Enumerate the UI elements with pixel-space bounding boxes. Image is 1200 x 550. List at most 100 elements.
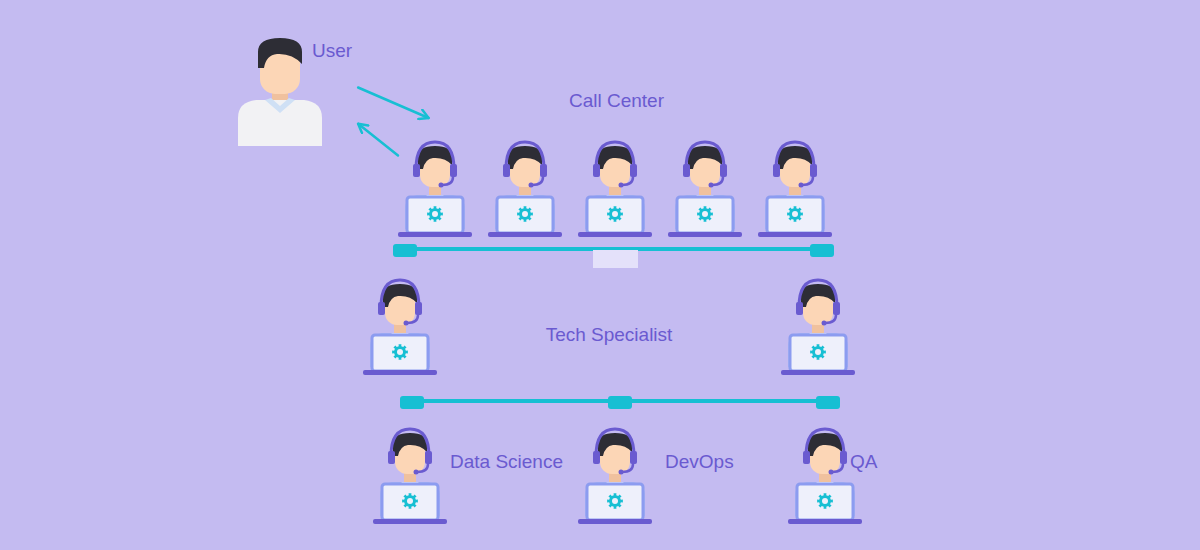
- agent-hair: [598, 433, 632, 456]
- headset-cup: [378, 302, 385, 315]
- laptop-base: [788, 519, 862, 524]
- headset-cup: [450, 164, 457, 177]
- laptop-base: [488, 232, 562, 237]
- laptop-base: [758, 232, 832, 237]
- agent-hair: [688, 146, 722, 169]
- laptop-screen: [372, 335, 428, 371]
- laptop-screen: [587, 197, 643, 233]
- gear-hole: [522, 211, 528, 217]
- headset-cup: [388, 451, 395, 464]
- gear-hole: [702, 211, 708, 217]
- agent-figure: [788, 429, 862, 524]
- agent-hair: [778, 146, 812, 169]
- headset-band: [596, 142, 634, 169]
- gear-hole: [397, 349, 403, 355]
- flow-arrow: [358, 88, 428, 119]
- agent-figure: [668, 142, 742, 237]
- headset-cup: [810, 164, 817, 177]
- node-label: Tech Specialist: [362, 324, 856, 346]
- gear-icon: [607, 206, 623, 222]
- headset-band: [806, 429, 844, 456]
- headset-band: [776, 142, 814, 169]
- team-node: QA: [786, 430, 896, 522]
- headset-band: [596, 429, 634, 456]
- agent-figure: [758, 142, 832, 237]
- headset-cup: [720, 164, 727, 177]
- agent-hair: [808, 433, 842, 456]
- user-figure: [238, 38, 322, 146]
- agent-hair: [418, 146, 452, 169]
- headset-mic: [622, 464, 633, 472]
- team-node: DevOps: [576, 430, 751, 522]
- headset-band: [381, 280, 419, 307]
- headset-mic-tip: [829, 470, 834, 475]
- gear-icon: [517, 206, 533, 222]
- headset-cup: [425, 451, 432, 464]
- headset-mic-tip: [619, 470, 624, 475]
- headset-mic: [832, 464, 843, 472]
- user-node: User: [236, 38, 358, 148]
- headset-band: [799, 280, 837, 307]
- agent-figure: [373, 429, 447, 524]
- headset-mic-tip: [414, 470, 419, 475]
- gear-icon: [392, 344, 408, 360]
- headset-cup: [593, 451, 600, 464]
- laptop-screen: [797, 484, 853, 520]
- laptop-base: [398, 232, 472, 237]
- laptop-base: [363, 370, 437, 375]
- gear-icon: [697, 206, 713, 222]
- headset-mic: [802, 177, 813, 185]
- gear-hole: [822, 498, 828, 504]
- agent-hair: [801, 284, 835, 307]
- headset-cup: [593, 164, 600, 177]
- agent-hair: [383, 284, 417, 307]
- headset-mic-tip: [439, 183, 444, 188]
- headset-cup: [630, 164, 637, 177]
- headset-cup: [413, 164, 420, 177]
- laptop-screen: [587, 484, 643, 520]
- flow-arrow: [358, 124, 398, 156]
- gear-icon: [427, 206, 443, 222]
- headset-cup: [683, 164, 690, 177]
- gear-icon: [817, 493, 833, 509]
- shelf-cap: [816, 396, 840, 409]
- agent-figure: [578, 142, 652, 237]
- agent-figure: [488, 142, 562, 237]
- gear-hole: [432, 211, 438, 217]
- node-label: DevOps: [665, 451, 734, 473]
- shelf-cap: [608, 396, 632, 409]
- headset-band: [506, 142, 544, 169]
- gear-icon: [607, 493, 623, 509]
- agent-hair: [393, 433, 427, 456]
- headset-cup: [773, 164, 780, 177]
- laptop-screen: [407, 197, 463, 233]
- headset-mic: [622, 177, 633, 185]
- headset-cup: [840, 451, 847, 464]
- laptop-base: [578, 232, 652, 237]
- headset-mic: [442, 177, 453, 185]
- gear-icon: [787, 206, 803, 222]
- headset-cup: [415, 302, 422, 315]
- headset-cup: [803, 451, 810, 464]
- agent-figure: [781, 280, 855, 375]
- node-label: QA: [850, 451, 877, 473]
- user-collar: [265, 98, 295, 113]
- laptop-base: [781, 370, 855, 375]
- headset-mic-tip: [619, 183, 624, 188]
- gear-icon: [402, 493, 418, 509]
- headset-mic-tip: [799, 183, 804, 188]
- agent-figure: [363, 280, 437, 375]
- shelf-plate: [593, 250, 638, 268]
- gear-hole: [612, 211, 618, 217]
- node-label: User: [312, 40, 352, 62]
- shelf-cap: [393, 244, 417, 257]
- headset-mic: [712, 177, 723, 185]
- headset-cup: [796, 302, 803, 315]
- node-label: Call Center: [398, 90, 835, 112]
- headset-band: [686, 142, 724, 169]
- laptop-screen: [790, 335, 846, 371]
- agent-figure: [578, 429, 652, 524]
- headset-cup: [540, 164, 547, 177]
- headset-mic: [532, 177, 543, 185]
